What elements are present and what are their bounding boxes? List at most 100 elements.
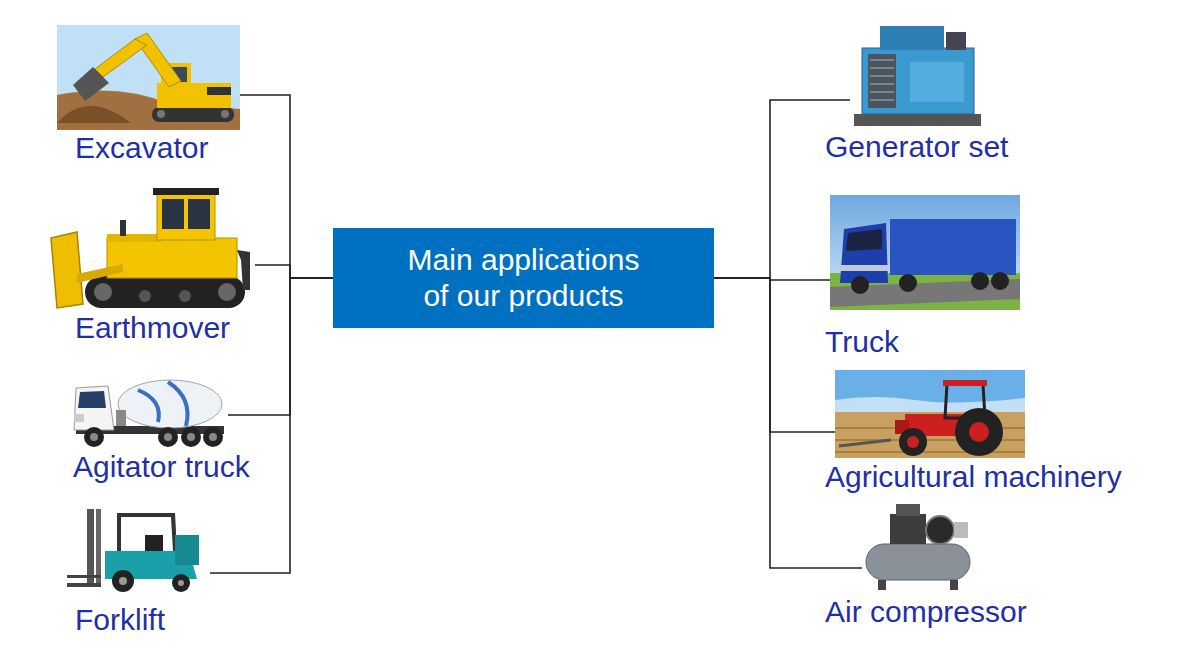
illustration-part [946,32,966,50]
illustration-part [890,514,926,544]
illustration-part [840,223,888,283]
illustration-part [96,509,101,585]
illustration-part [907,436,919,448]
illustration-part [74,414,84,422]
application-item: Air compressor [825,500,1027,629]
illustration-part [145,535,163,551]
illustration-part [954,522,968,538]
connector-line [228,278,333,415]
illustration-part [854,114,981,126]
illustration-part [218,283,236,301]
illustration-part [87,509,94,585]
illustration-part [207,87,231,95]
illustration-part [90,433,98,441]
compressor-picture [862,500,974,592]
illustration-part [181,427,201,447]
illustration-part [835,397,1025,412]
item-label: Forklift [75,603,165,637]
illustration-part [74,386,114,430]
application-item: Earthmover [45,180,255,345]
illustration-part [866,544,970,580]
illustration-part [969,422,989,442]
illustration-part [188,199,210,229]
illustration-part [175,535,199,565]
illustration-part [84,427,104,447]
connector-line [714,100,850,278]
illustration-part [830,273,1020,310]
forklift-picture [65,505,210,595]
illustration-part [138,382,188,426]
item-label: Generator set [825,130,1008,164]
illustration-part [157,192,215,240]
illustration-part [221,110,229,118]
illustration-part [862,48,974,114]
illustration-part [57,106,131,123]
illustration-part [162,199,184,229]
illustration-part [139,290,151,302]
illustration-part [107,238,237,278]
illustration-part [67,575,101,578]
excavator-picture [57,25,240,130]
illustration-part [955,408,1003,456]
illustration-part [910,62,964,102]
application-item: Truck [825,195,1020,359]
illustration-part [120,220,126,236]
generator-picture [850,22,985,130]
illustration-part [158,427,178,447]
illustration-part [117,513,177,551]
mixer-truck-picture [68,370,228,450]
illustration-part [878,580,886,590]
illustration-part [237,250,250,290]
bulldozer-picture [45,180,255,313]
item-label: Agitator truck [73,450,250,484]
illustration-part [112,570,134,592]
illustration-part [178,580,184,586]
center-title: Main applications of our products [374,242,674,314]
illustration-part [851,276,869,294]
illustration-part [868,54,896,108]
illustration-part [187,433,195,441]
illustration-part [107,234,162,242]
illustration-part [153,188,219,195]
connector-line [240,95,333,278]
illustration-part [95,39,147,77]
illustration-part [73,67,109,101]
illustration-part [77,264,123,283]
illustration-part [172,574,190,592]
illustration-part [164,433,172,441]
illustration-part [57,25,240,130]
application-item: Excavator [57,25,240,165]
illustration-part [991,272,1009,290]
illustration-part [926,516,954,544]
truck-picture [830,195,1020,310]
application-item: Forklift [65,505,210,637]
illustration-part [203,427,223,447]
illustration-part [209,433,217,441]
illustration-part [899,274,917,292]
illustration-part [830,195,1020,310]
connector-line [714,278,835,432]
illustration-part [51,232,83,308]
illustration-part [67,583,101,587]
illustration-part [971,272,989,290]
center-box: Main applications of our products [333,228,714,328]
application-item: Agricultural machinery [825,370,1122,494]
illustration-part [179,290,191,302]
illustration-part [846,229,882,251]
item-label: Truck [825,325,899,359]
illustration-part [880,26,944,50]
illustration-part [116,410,126,426]
illustration-part [85,276,245,308]
illustration-part [94,283,112,301]
item-label: Excavator [75,131,208,165]
tractor-picture [835,370,1025,458]
illustration-part [890,219,1016,275]
illustration-part [135,33,181,87]
illustration-part [78,391,106,408]
connector-line [255,265,333,278]
illustration-part [119,577,127,585]
illustration-part [943,380,987,386]
illustration-part [152,107,234,122]
illustration-part [840,265,888,271]
item-label: Earthmover [75,311,230,345]
